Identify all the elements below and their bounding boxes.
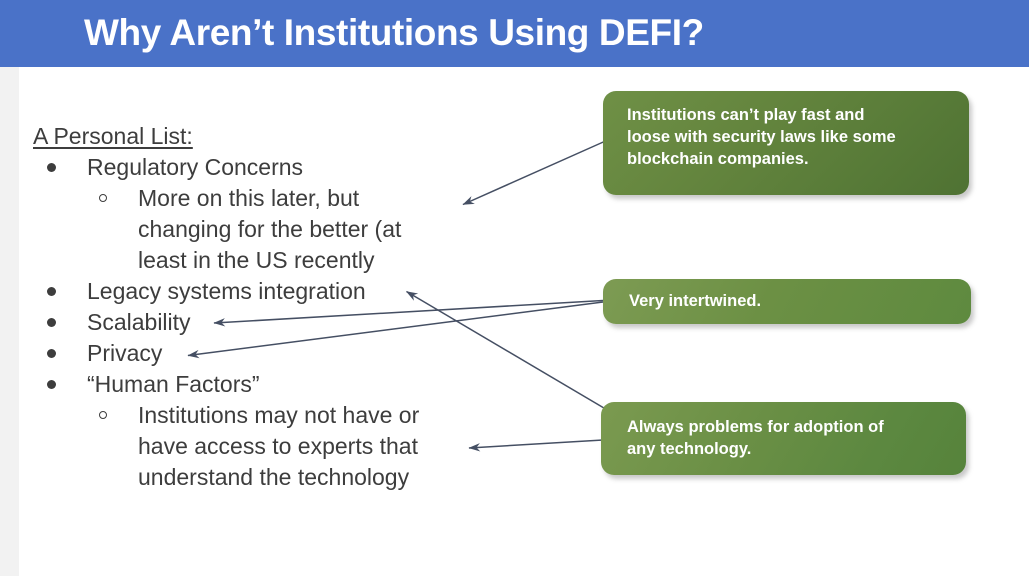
list-item-label: “Human Factors” xyxy=(87,371,260,397)
list-item: Legacy systems integration xyxy=(33,276,503,307)
callout-box-regulatory: Institutions can’t play fast and loose w… xyxy=(603,91,969,195)
list-item-label: Legacy systems integration xyxy=(87,278,366,304)
callout-box-intertwined: Very intertwined. xyxy=(603,279,971,324)
bullet-dot-icon xyxy=(47,318,56,327)
callout-line: Very intertwined. xyxy=(629,292,762,310)
title-banner: Why Aren’t Institutions Using DEFI? xyxy=(0,0,1029,67)
bullet-list: A Personal List: Regulatory Concerns Mor… xyxy=(33,121,503,493)
callout-line: loose with security laws like some xyxy=(627,128,896,146)
callout-line: Always problems for adoption of xyxy=(627,418,884,436)
callout-line: any technology. xyxy=(627,440,752,458)
bullet-ring-icon xyxy=(99,194,107,202)
list-item: Regulatory Concerns xyxy=(33,152,503,183)
list-item-label: understand the technology xyxy=(138,464,410,490)
callout-box-adoption: Always problems for adoption of any tech… xyxy=(601,402,966,475)
list-heading: A Personal List: xyxy=(33,123,193,149)
bullet-ring-icon xyxy=(99,411,107,419)
callout-line: blockchain companies. xyxy=(627,150,809,168)
list-item: More on this later, but changing for the… xyxy=(33,183,503,276)
list-item-label: Institutions may not have or xyxy=(138,402,420,428)
left-edge-strip xyxy=(0,67,19,576)
bullet-dot-icon xyxy=(47,380,56,389)
list-item-label: Scalability xyxy=(87,309,191,335)
list-item-label: More on this later, but xyxy=(138,185,360,211)
bullet-dot-icon xyxy=(47,349,56,358)
bullet-dot-icon xyxy=(47,287,56,296)
list-item-label: have access to experts that xyxy=(138,433,418,459)
list-item: Institutions may not have or have access… xyxy=(33,400,503,493)
callout-line: Institutions can’t play fast and xyxy=(627,106,865,124)
list-item-label: Regulatory Concerns xyxy=(87,154,304,180)
list-item-label: changing for the better (at xyxy=(138,216,402,242)
list-item: Privacy xyxy=(33,338,503,369)
bullet-dot-icon xyxy=(47,163,56,172)
list-item: “Human Factors” xyxy=(33,369,503,400)
list-item-label: least in the US recently xyxy=(138,247,375,273)
page-title: Why Aren’t Institutions Using DEFI? xyxy=(84,12,704,53)
list-item: Scalability xyxy=(33,307,503,338)
list-item-label: Privacy xyxy=(87,340,163,366)
